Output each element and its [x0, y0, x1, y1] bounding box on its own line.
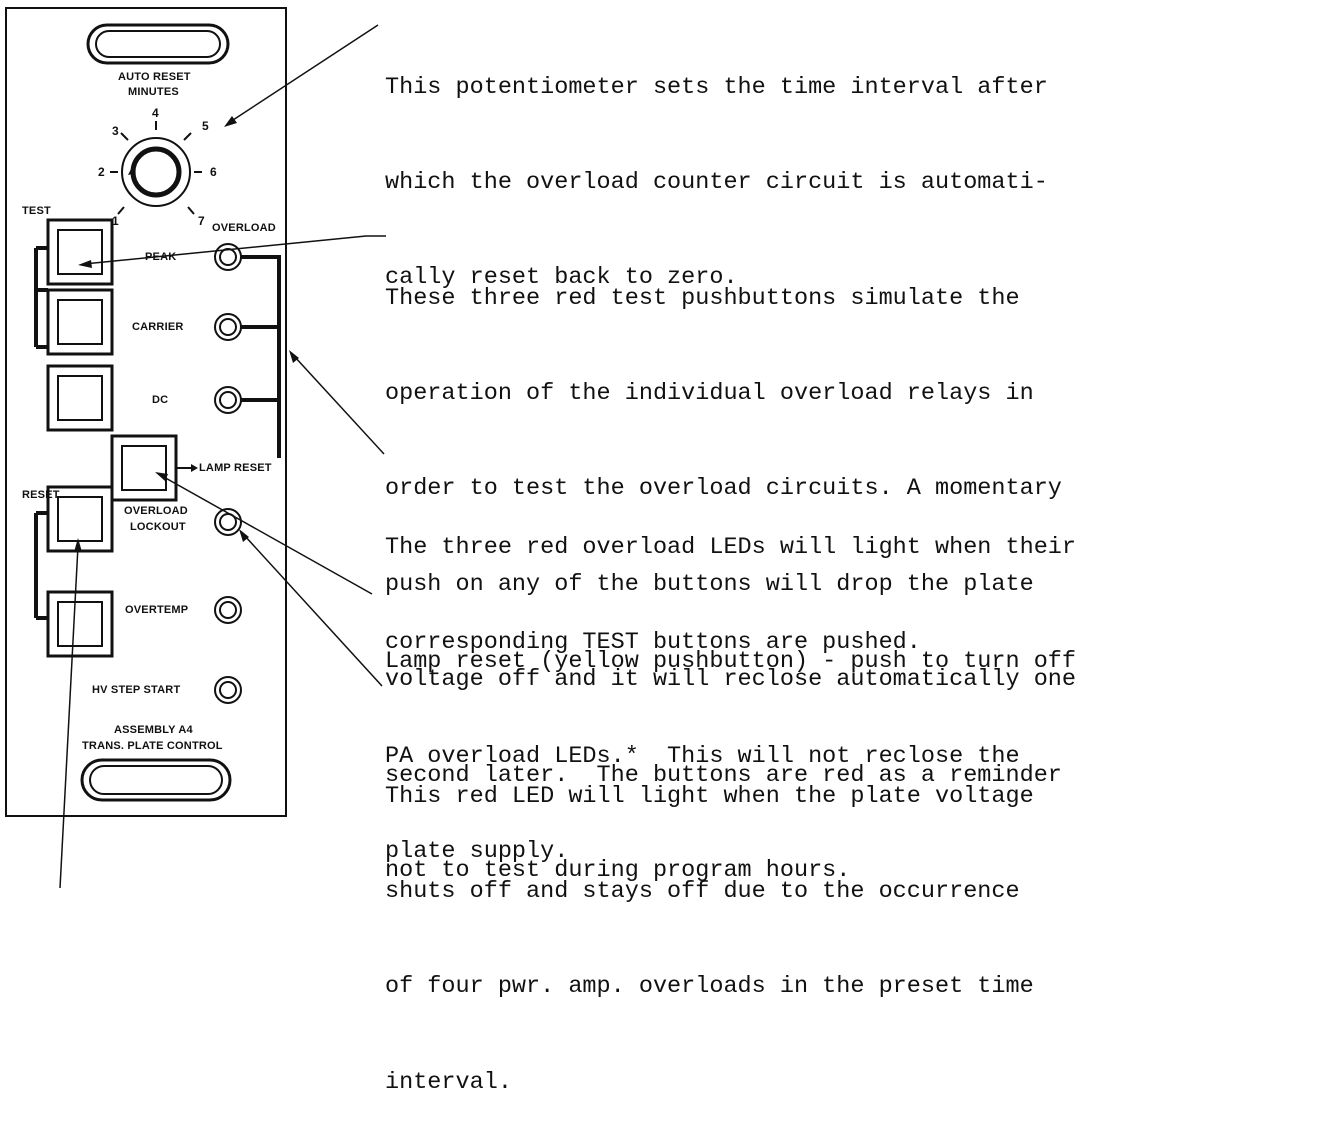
leader-test-buttons: [78, 235, 386, 268]
overload-lockout-led: [214, 508, 242, 536]
callout-line: voltage off and it will reclose automati…: [385, 666, 1077, 694]
carrier-label: CARRIER: [132, 321, 184, 333]
reset-bracket: [34, 511, 48, 620]
callout-line: Lamp reset (yellow pushbutton) - push to…: [385, 647, 1077, 675]
callout-line: The three red overload LEDs will light w…: [385, 533, 1077, 561]
dial-number-4: 4: [152, 106, 159, 120]
panel-outline: [5, 7, 287, 817]
dc-label: DC: [152, 394, 169, 406]
leader-potentiometer: [224, 24, 379, 127]
callout-line: cally reset back to zero.: [385, 264, 738, 292]
reset-label: RESET: [22, 489, 60, 501]
callout-line: operation of the individual overload rel…: [385, 379, 1034, 407]
callout-line: interval.: [385, 1068, 512, 1096]
overtemp-led: [214, 596, 242, 624]
lamp-reset-label: LAMP RESET: [199, 462, 272, 474]
panel-diagram: [5, 7, 386, 888]
leader-reset-buttons: [59, 538, 82, 888]
reset-button-overtemp[interactable]: [46, 590, 114, 658]
dial-number-1: 1: [112, 214, 119, 228]
dial-ticks: [110, 121, 202, 215]
overload-lockout-label-1: OVERLOAD: [124, 505, 188, 517]
callout-line: This potentiometer sets the time interva…: [385, 73, 1048, 101]
callout-potentiometer: This potentiometer sets the time interva…: [385, 8, 1048, 326]
minutes-label: MINUTES: [128, 86, 179, 98]
test-button-dc[interactable]: [46, 364, 114, 432]
test-button-carrier[interactable]: [46, 288, 114, 356]
overtemp-label: OVERTEMP: [125, 604, 189, 616]
auto-reset-label: AUTO RESET: [118, 71, 191, 83]
callout-line: This red LED will light when the plate v…: [385, 782, 1034, 810]
dial-number-6: 6: [210, 165, 217, 179]
test-bracket: [34, 246, 48, 349]
callout-line: order to test the overload circuits. A m…: [385, 475, 1062, 503]
callout-line: corresponding TEST buttons are pushed.: [385, 628, 921, 656]
callout-line: plate supply.: [385, 838, 569, 866]
dial-number-3: 3: [112, 124, 119, 138]
callout-line: PA overload LEDs.* This will not reclose…: [385, 742, 1020, 770]
test-button-peak[interactable]: [46, 218, 114, 286]
callout-test-pushbuttons: These three red test pushbuttons simulat…: [385, 219, 1076, 919]
overload-bus: [241, 255, 281, 458]
top-handle: [86, 23, 230, 65]
lamp-reset-arrow: [176, 464, 198, 472]
overload-lockout-label-2: LOCKOUT: [130, 521, 186, 533]
dial-number-5: 5: [202, 119, 209, 133]
callout-line: shuts off and stays off due to the occur…: [385, 877, 1020, 905]
peak-label: PEAK: [145, 251, 177, 263]
bottom-handle: [80, 758, 232, 802]
potentiometer-knob[interactable]: [121, 137, 191, 207]
leader-overload-leds: [289, 350, 385, 455]
hv-step-start-led: [214, 676, 242, 704]
overload-label: OVERLOAD: [212, 222, 276, 234]
hv-step-start-label: HV STEP START: [92, 684, 181, 696]
callout-lamp-reset: Lamp reset (yellow pushbutton) - push to…: [385, 582, 1076, 900]
dial-number-7: 7: [198, 214, 205, 228]
assembly-label-2: TRANS. PLATE CONTROL: [82, 740, 223, 752]
dial-number-2: 2: [98, 165, 105, 179]
test-label: TEST: [22, 205, 51, 217]
callout-line: push on any of the buttons will drop the…: [385, 570, 1034, 598]
callout-line: second later. The buttons are red as a r…: [385, 761, 1062, 789]
leader-lamp-reset: [155, 472, 373, 595]
callout-line: These three red test pushbuttons simulat…: [385, 284, 1020, 312]
assembly-label-1: ASSEMBLY A4: [114, 724, 193, 736]
leader-lockout-led: [239, 529, 383, 687]
callout-lockout-led: This red LED will light when the plate v…: [385, 717, 1034, 1130]
callout-overload-leds: The three red overload LEDs will light w…: [385, 468, 1076, 691]
callout-line: which the overload counter circuit is au…: [385, 168, 1048, 196]
callout-line: not to test during program hours.: [385, 856, 851, 884]
callout-line: of four pwr. amp. overloads in the prese…: [385, 973, 1034, 1001]
